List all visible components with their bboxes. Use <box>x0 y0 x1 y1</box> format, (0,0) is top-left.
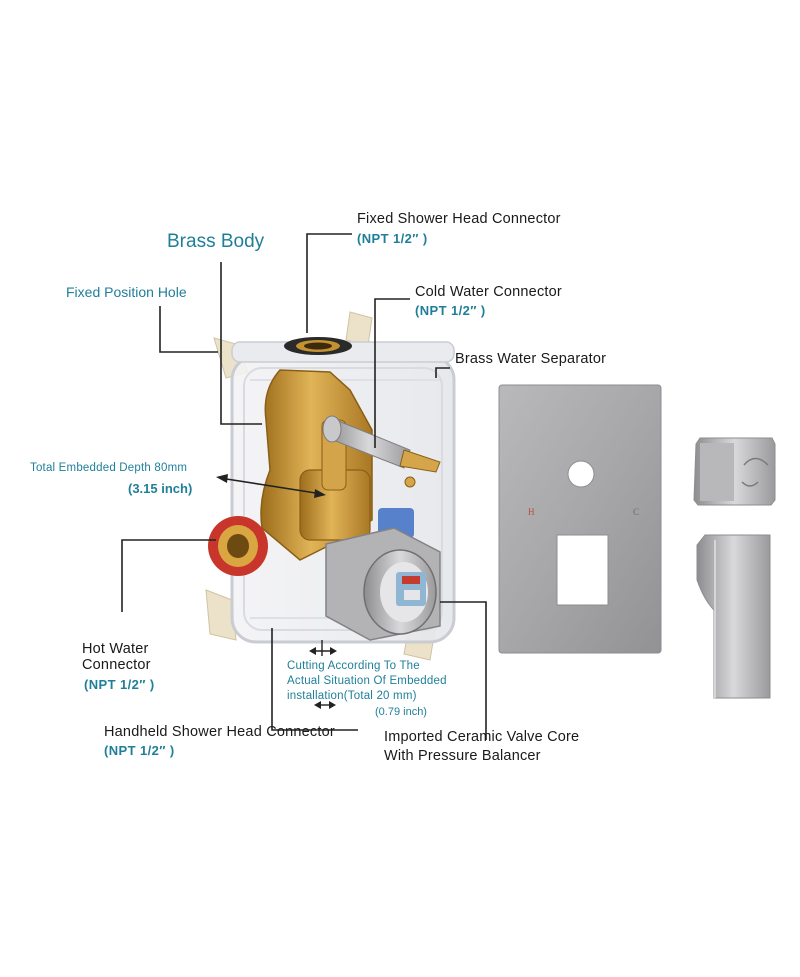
label-cutting-2: Actual Situation Of Embedded <box>287 675 447 687</box>
label-hot-water-1: Hot Water <box>82 641 149 657</box>
valve-sleeve <box>325 527 441 641</box>
label-cutting-4: (0.79 inch) <box>375 706 427 718</box>
label-fixed-shower-head-spec: (NPT 1/2″ ) <box>357 231 428 246</box>
label-brass-body: Brass Body <box>167 231 265 252</box>
label-brass-water-separator: Brass Water Separator <box>455 351 607 367</box>
label-cold-water-spec: (NPT 1/2″ ) <box>415 303 486 318</box>
label-handheld: Handheld Shower Head Connector <box>104 724 335 740</box>
cold-water-stem <box>322 415 441 488</box>
label-cutting-1: Cutting According To The <box>287 660 420 672</box>
brass-valve-body <box>260 337 373 561</box>
trim-plate <box>498 384 662 654</box>
plate-mark-cold: C <box>633 507 639 517</box>
cutting-arrows <box>309 640 337 709</box>
label-cold-water: Cold Water Connector <box>415 284 562 300</box>
label-fixed-position-hole: Fixed Position Hole <box>66 284 187 300</box>
hot-water-inlet <box>208 516 268 576</box>
depth-arrow <box>216 474 326 498</box>
label-total-depth-inch: (3.15 inch) <box>128 481 193 496</box>
label-valve-core-1: Imported Ceramic Valve Core <box>384 729 580 745</box>
label-hot-water-2: Connector <box>82 657 151 673</box>
plate-mark-hot: H <box>528 507 535 517</box>
handle-lever <box>696 534 771 699</box>
label-fixed-shower-head: Fixed Shower Head Connector <box>357 211 561 227</box>
label-cutting-3: installation(Total 20 mm) <box>287 690 417 702</box>
label-hot-water-spec: (NPT 1/2″ ) <box>84 677 155 692</box>
leader-lines <box>121 233 487 740</box>
label-total-depth: Total Embedded Depth 80mm <box>30 462 188 474</box>
handle-cap <box>693 437 776 506</box>
label-handheld-spec: (NPT 1/2″ ) <box>104 743 175 758</box>
label-valve-core-2: With Pressure Balancer <box>384 748 541 764</box>
